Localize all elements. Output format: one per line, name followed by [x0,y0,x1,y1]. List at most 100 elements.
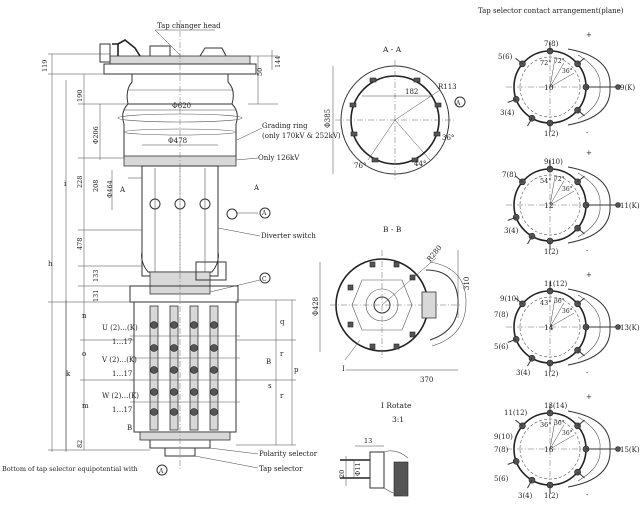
label-bottom-note: Bottom of tap selector equipotential wit… [2,465,138,473]
selector-angle-3: 36° [562,186,573,193]
selector-angle-ray [549,180,565,206]
rotate-dim-20-text: 20 [338,470,346,478]
selector-contact-stub [527,479,533,489]
dim-o: o [82,350,86,358]
selector-angle-3: 36° [562,68,573,75]
selector-angle-2: 72° [554,176,565,183]
section-bb: B - B Φ428 370 310 R280 I [312,225,471,384]
selector-minus-sign: - [586,247,589,255]
dim-h: h [48,260,53,268]
callout-a: A [261,210,267,217]
rotate-block [369,451,385,489]
selector-left2-label: 7(8) [494,446,509,454]
selector-diagrams: 107(8)9(K)1(2)+-72°72°36°5(6)3(4)129(10)… [494,31,640,500]
label-only-126: Only 126kV [258,154,300,162]
selector-angle-3: 36° [562,430,573,437]
dim-206: Φ206 [92,126,100,144]
selector-right-label: 9(K) [620,84,635,92]
bb-texts: Φ428 370 310 R280 I [312,244,471,384]
selector-diagram-4: 1613(14)15(K)1(2)+-36°36°36°11(12)9(10)7… [494,393,640,500]
polarity-housing [149,271,211,295]
aa-dim-r113-text: R113 [438,83,457,91]
selector-contact-stub [577,297,585,305]
left-dimensions [48,53,150,452]
dim-228: 228 [76,176,84,188]
aa-dim-182-text: 182 [405,88,418,96]
selector-rods [149,305,219,431]
section-mark-b-right: B [266,358,271,366]
dim-620: Φ620 [172,102,191,110]
selector-angle-ray [549,299,556,328]
rotate-dim-13-text: 13 [364,437,372,445]
row-v-range: 1…17 [112,370,132,378]
selector-bottom-left2-label: 3(4) [518,492,533,500]
selector-contact-stub [515,419,523,427]
selector-base [139,431,231,441]
main-vertical-dims: 119 190 Φ206 208 228 Φ464 478 133 131 82… [41,56,282,448]
rotate-dim-11-text: Φ11 [354,462,362,476]
bb-dim-370-text: 370 [420,376,433,384]
selector-contact-stub [577,471,585,479]
selector-bottom-left2-label: 3(4) [516,369,531,377]
bb-dim-310-text: 310 [463,277,471,290]
selector-angle-ray [549,62,565,88]
dim-133: 133 [92,270,100,282]
main-texts: Tap changer head Grading ring (only 170k… [2,22,341,475]
rotate-detail: I Rotate 3:1 13 20 Φ11 [338,401,412,497]
row-u: U (2)…(K) [102,324,138,332]
bb-r280-leader [381,257,437,306]
main-elevation [48,20,296,476]
rotate-title: I Rotate [381,401,412,410]
dim-q: q [280,318,285,326]
bottom-cap [164,448,196,457]
selector-left-label: 7(8) [502,171,517,179]
bb-dim-428-text: Φ428 [312,297,320,316]
dim-144: 144 [274,56,282,68]
dim-82: 82 [76,440,84,448]
head-pipe-flange [99,43,111,63]
selector-diagram-1: 107(8)9(K)1(2)+-72°72°36°5(6)3(4) [498,31,635,138]
selector-top-left-label: 9(10) [500,295,519,303]
dim-190: 190 [76,90,84,102]
section-bb-title: B - B [383,225,402,234]
bottom-note-circle [156,464,168,476]
selector-plus-sign: + [586,271,592,279]
selector-angle-1: 54° [540,177,552,185]
selector-minus-sign: - [586,491,589,499]
dim-208: 208 [92,180,100,192]
selector-angle-2: 36° [554,298,565,305]
selector-bottom-left-label: 3(4) [500,109,515,117]
selector-minus-sign: - [586,129,589,137]
selector-angle-2: 72° [554,58,565,65]
tap-selector-frame [133,301,237,433]
selector-contact-stub [577,419,585,427]
dim-i: i [64,180,67,188]
selector-contact-stub [515,175,523,183]
right-dimensions [124,50,296,446]
section-aa-title: A - A [382,45,402,54]
selector-top-label: 13(14) [544,402,568,410]
selector-contacts [150,321,218,416]
selector-contact-stub [527,235,533,245]
selector-angle-ray [549,424,565,450]
callout-a-circle [259,207,271,219]
rotate-scale: 3:1 [392,415,404,424]
selector-angle-ray [549,190,575,206]
selector-center-label: 14 [544,323,554,332]
aa-callout-text: A [455,100,461,107]
dim-464: Φ464 [106,180,114,198]
selector-contact-stub [527,117,533,127]
selector-plus-sign: + [586,31,592,39]
selector-top-label: 11(12) [544,280,568,288]
dim-r2: r [280,392,284,400]
selector-bottom-left-label: 5(6) [494,343,509,351]
dim-50: 50 [256,68,264,76]
bb-hexagon [351,279,413,331]
diverter-contact-3 [199,198,211,210]
selector-bottom-left-label: 3(4) [504,227,519,235]
selector-left-label: 5(6) [498,53,513,61]
dim-131: 131 [92,290,100,302]
rotate-coil [393,461,409,497]
selector-center-label: 12 [544,201,554,210]
